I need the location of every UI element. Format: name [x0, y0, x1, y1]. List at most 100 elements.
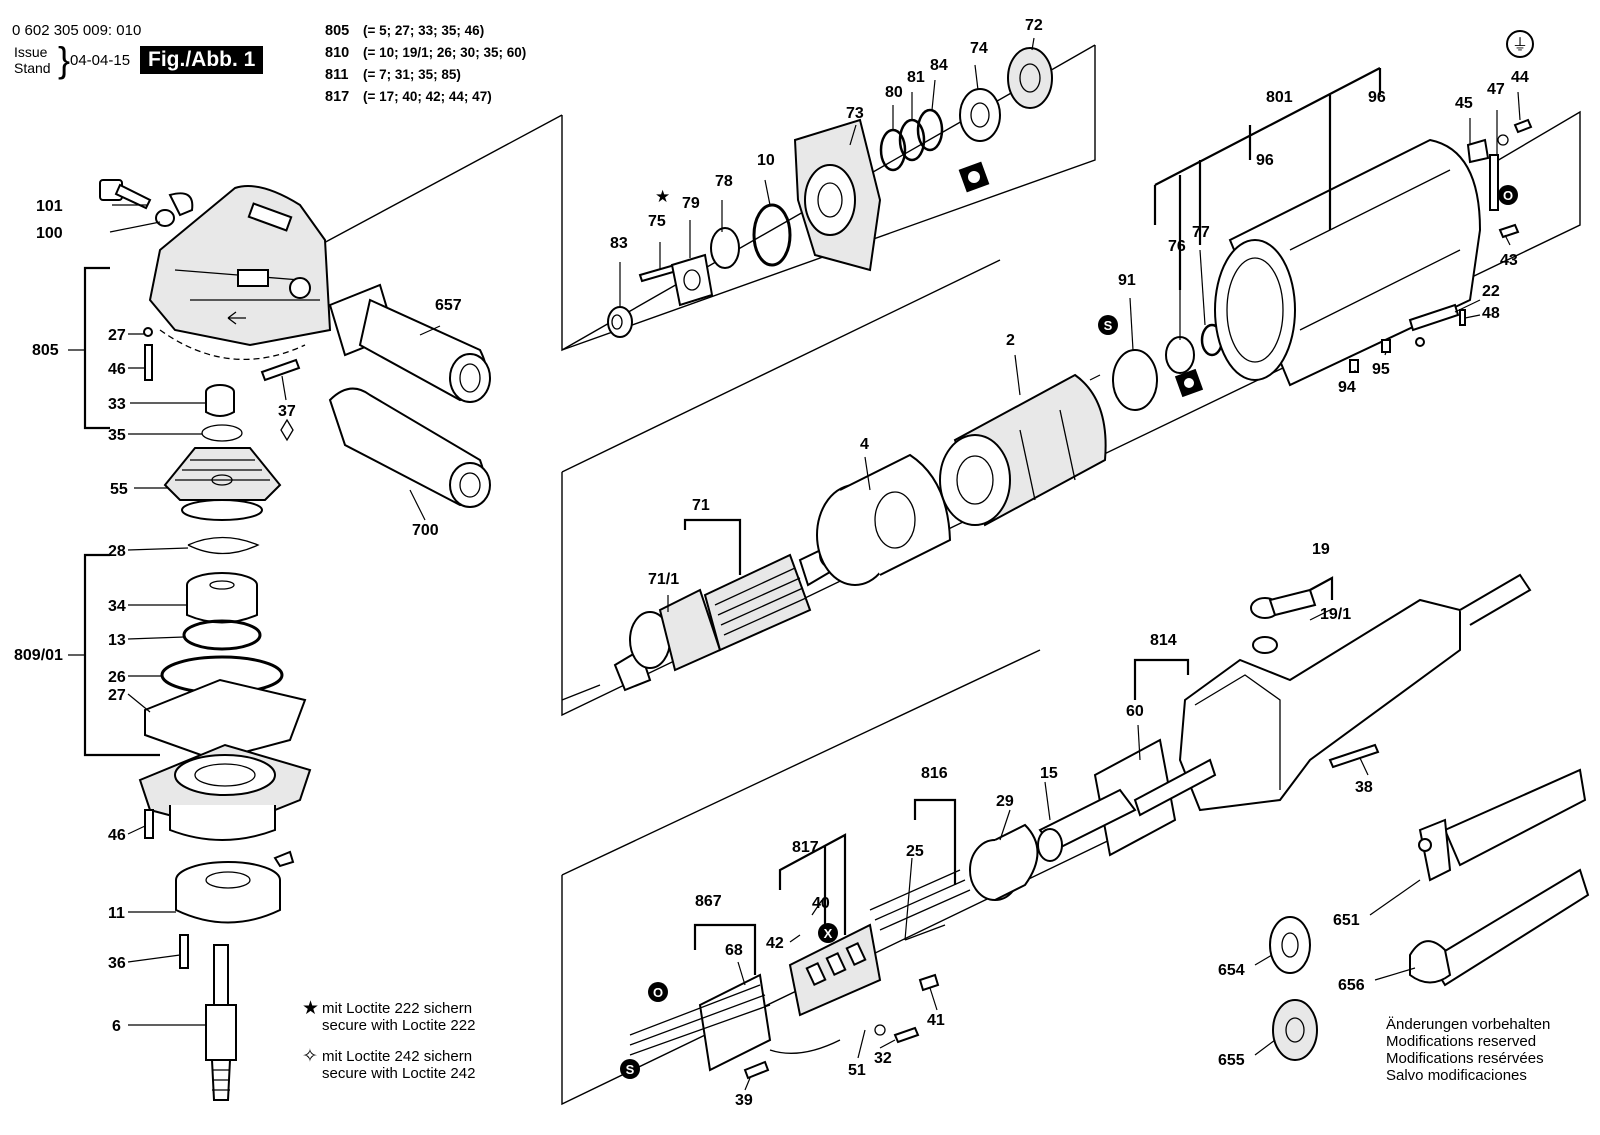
pin-wrench-651 — [1418, 768, 1587, 882]
label-72: 72 — [1025, 17, 1043, 34]
side-handle-657 — [328, 283, 491, 403]
screw-43 — [1498, 223, 1520, 239]
label-43: 43 — [1500, 252, 1518, 269]
flange-11 — [175, 850, 295, 924]
label-40: 40 — [812, 895, 830, 912]
label-700: 700 — [412, 522, 439, 539]
screw-38 — [1328, 743, 1380, 769]
bushing-83 — [607, 306, 633, 338]
label-91: 91 — [1118, 272, 1136, 289]
label-657: 657 — [435, 297, 462, 314]
label-25: 25 — [906, 843, 924, 860]
label-28: 28 — [108, 543, 126, 560]
flange-72 — [1007, 47, 1053, 109]
label-51: 51 — [848, 1062, 866, 1079]
set-row: 811(= 7; 31; 35; 85) — [325, 67, 461, 83]
ring-91 — [1112, 349, 1158, 411]
label-4: 4 — [860, 436, 869, 453]
label-46b: 46 — [108, 827, 126, 844]
diamond-icon: ✧ — [302, 1046, 318, 1067]
ring-78 — [710, 227, 740, 269]
svg-text:⏚: ⏚ — [1512, 35, 1528, 54]
bearing-plate-73 — [793, 118, 882, 272]
ring-35 — [201, 424, 243, 442]
frame-middle — [561, 110, 1581, 717]
gasket-27 — [144, 678, 307, 762]
label-809-01: 809/01 — [14, 647, 63, 664]
label-80: 80 — [885, 84, 903, 101]
handle-housing — [1178, 573, 1532, 812]
star-icon: ★ — [302, 998, 320, 1019]
part-number: 0 602 305 009: 010 — [12, 22, 142, 39]
label-805: 805 — [32, 342, 59, 359]
label-42: 42 — [766, 935, 784, 952]
open-wrench-656 — [1409, 868, 1590, 987]
frame-tick — [561, 684, 601, 701]
label-651: 651 — [1333, 912, 1360, 929]
label-94: 94 — [1338, 379, 1356, 396]
field-2 — [939, 373, 1107, 527]
bracket-19 — [1309, 576, 1334, 600]
frame-bottom-top — [561, 649, 1041, 876]
spindle-6 — [205, 944, 237, 1101]
label-41: 41 — [927, 1012, 945, 1029]
label-46: 46 — [108, 361, 126, 378]
cable-clamp-68 — [629, 973, 772, 1072]
s-symbol-icon-2: S — [620, 1059, 640, 1079]
leader-lines — [109, 37, 1521, 1091]
gear-housing — [148, 185, 332, 360]
issue-date: 04-04-15 — [70, 52, 131, 69]
label-71: 71 — [692, 497, 710, 514]
ring-84 — [916, 108, 944, 152]
frame-top-closing — [561, 45, 1096, 351]
bearing-flange — [138, 743, 312, 841]
label-32: 32 — [874, 1050, 892, 1067]
washer-51 — [874, 1024, 886, 1036]
screw-37 — [260, 358, 301, 442]
o-symbol-icon-2: O — [648, 982, 668, 1002]
frame-leader-left — [319, 114, 563, 246]
label-6: 6 — [112, 1018, 121, 1035]
svg-text:X: X — [824, 926, 833, 941]
label-19: 19 — [1312, 541, 1330, 558]
suppressor-29 — [969, 823, 1039, 901]
screw-36 — [179, 934, 189, 969]
bracket-816 — [913, 798, 957, 885]
loctite-222-note: ★ mit Loctite 222 sichern secure with Lo… — [302, 998, 476, 1034]
label-36: 36 — [108, 955, 126, 972]
screw-44 — [1513, 118, 1533, 134]
label-73: 73 — [846, 105, 864, 122]
bevel-gear-55 — [163, 447, 282, 521]
screw-41 — [918, 973, 940, 992]
cable-wire — [769, 1039, 841, 1054]
o-symbol-icon: O — [1498, 185, 1518, 205]
side-handle-700 — [328, 387, 491, 508]
label-95: 95 — [1372, 361, 1390, 378]
label-96a: 96 — [1368, 89, 1386, 106]
label-801: 801 — [1266, 89, 1293, 106]
svg-text:S: S — [1104, 318, 1113, 333]
label-76: 76 — [1168, 238, 1186, 255]
bearing-74 — [958, 88, 1001, 193]
baffle-4 — [816, 453, 952, 586]
label-74: 74 — [970, 40, 988, 57]
label-34: 34 — [108, 598, 126, 615]
screw-101 — [99, 179, 152, 210]
bracket-801 — [1153, 67, 1382, 290]
frame-bottom — [561, 834, 1121, 1106]
screw-32 — [893, 1026, 920, 1044]
label-77: 77 — [1192, 224, 1210, 241]
label-45: 45 — [1455, 95, 1473, 112]
label-814: 814 — [1150, 632, 1177, 649]
changes-notice: Änderungen vorbehalten Modifications res… — [1386, 1016, 1551, 1084]
label-33: 33 — [108, 396, 126, 413]
circlip-28 — [187, 536, 260, 555]
set-row: 817(= 17; 40; 42; 44; 47) — [325, 89, 492, 105]
x-symbol-icon: X — [818, 923, 838, 943]
set-list: 805(= 5; 27; 33; 35; 46) 810(= 10; 19/1;… — [325, 20, 526, 108]
svg-text:S: S — [626, 1062, 635, 1077]
label-2: 2 — [1006, 332, 1015, 349]
bearing-34 — [186, 572, 258, 624]
label-27b: 27 — [108, 687, 126, 704]
set-row: 810(= 10; 19/1; 26; 30; 35; 60) — [325, 45, 527, 61]
